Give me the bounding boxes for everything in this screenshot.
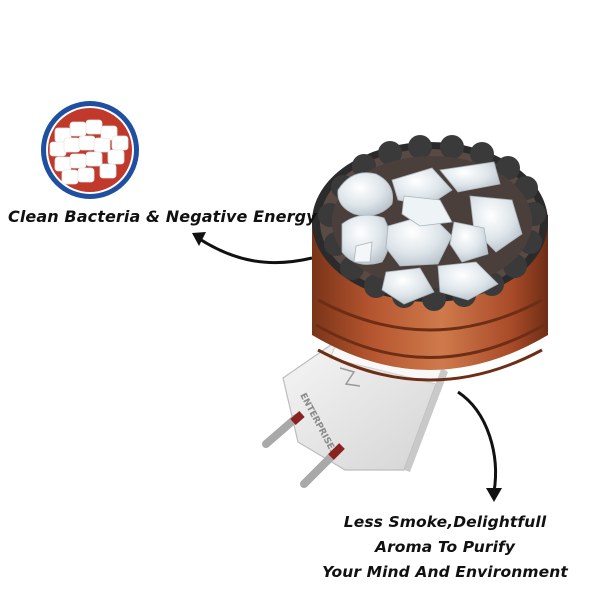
arrow-to-bottom-caption bbox=[457, 390, 497, 493]
arrow-to-top-caption bbox=[197, 236, 313, 265]
caption-line: Aroma To Purify bbox=[374, 538, 516, 556]
caption-clean-bacteria: Clean Bacteria & Negative Energy bbox=[8, 207, 317, 226]
crystal-chunks bbox=[337, 161, 523, 305]
arrow-head-icon bbox=[192, 232, 206, 246]
arrow-head-icon bbox=[486, 488, 502, 502]
caption-less-smoke: Less Smoke,Delightfull Aroma To Purify Y… bbox=[300, 510, 590, 585]
camphor-badge bbox=[41, 101, 139, 199]
caption-line: Your Mind And Environment bbox=[322, 563, 568, 581]
plug-pins bbox=[262, 411, 345, 488]
caption-line: Less Smoke,Delightfull bbox=[343, 513, 547, 531]
